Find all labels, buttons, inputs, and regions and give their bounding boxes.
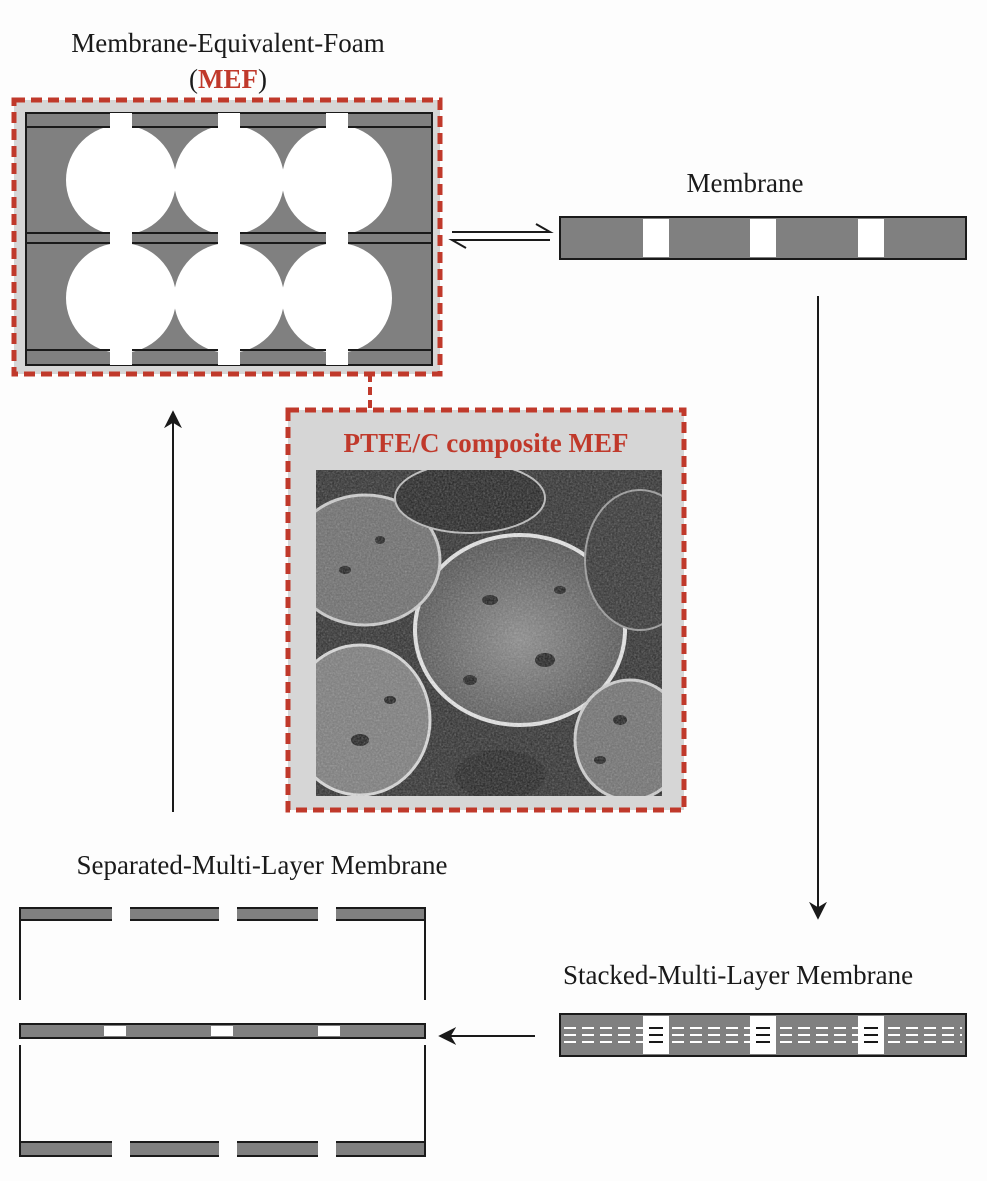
foam-cell bbox=[66, 125, 176, 235]
separated-layer bbox=[19, 1140, 426, 1158]
foam-cell bbox=[282, 125, 392, 235]
separated-layer bbox=[19, 1023, 426, 1039]
mef-abbrev: MEF bbox=[198, 64, 258, 94]
mef-abbrev-label: (MEF) bbox=[189, 64, 267, 94]
stacked-multilayer-membrane bbox=[559, 1013, 967, 1057]
mef-paren-open: ( bbox=[189, 64, 198, 94]
separated-layer bbox=[19, 906, 426, 922]
membrane-pore bbox=[858, 219, 884, 257]
membrane-pore bbox=[643, 219, 669, 257]
stacked-label: Stacked-Multi-Layer Membrane bbox=[563, 960, 913, 990]
membrane-label: Membrane bbox=[687, 168, 804, 198]
mef-schematic bbox=[11, 97, 443, 377]
mef-layer-lines bbox=[26, 126, 432, 351]
ptfe-inset: PTFE/C composite MEF bbox=[285, 407, 687, 813]
separated-walls bbox=[19, 920, 426, 1142]
ptfe-title: PTFE/C composite MEF bbox=[344, 428, 629, 458]
membrane-pore bbox=[750, 219, 776, 257]
mef-paren-close: ) bbox=[258, 64, 267, 94]
foam-cell bbox=[66, 243, 176, 353]
mef-title: Membrane-Equivalent-Foam bbox=[71, 28, 384, 58]
separated-label: Separated-Multi-Layer Membrane bbox=[76, 850, 447, 880]
foam-cell bbox=[282, 243, 392, 353]
sem-micrograph bbox=[316, 470, 662, 796]
separated-multilayer-membrane bbox=[19, 906, 426, 1158]
single-membrane bbox=[559, 216, 967, 260]
equilibrium-arrows-icon bbox=[448, 223, 554, 249]
mef-foam-cells bbox=[66, 113, 392, 365]
foam-cell bbox=[174, 243, 284, 353]
foam-cell bbox=[174, 125, 284, 235]
